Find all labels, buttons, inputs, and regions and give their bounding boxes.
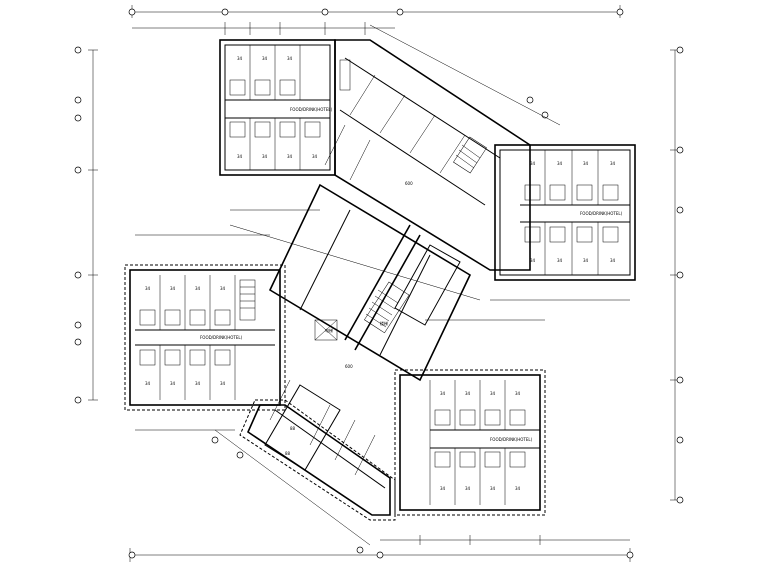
- diagonal-dimensions: [135, 24, 630, 546]
- room-label: 34: [440, 486, 446, 491]
- room-label: 34: [557, 258, 563, 263]
- room-label: 34: [262, 154, 268, 159]
- room-label: 34: [287, 154, 293, 159]
- room-label: 600: [345, 364, 353, 369]
- upper-right-wing: 34 34 34 34 34 34 34 34 FOOD/DRINK(HOTEL…: [494, 144, 636, 281]
- room-label: 34: [262, 56, 268, 61]
- top-dimension-line: [131, 5, 621, 35]
- room-label: 34: [465, 486, 471, 491]
- room-label: 88: [290, 426, 296, 431]
- room-label: 34: [490, 391, 496, 396]
- room-label: 34: [287, 56, 293, 61]
- room-label: 34: [530, 258, 536, 263]
- upper-block: 34 34 34 34 34 34 34 FOOD/DRINK(HOTEL): [219, 39, 336, 176]
- corridor-label: FOOD/DRINK(HOTEL): [580, 211, 623, 216]
- room-label: 600: [405, 181, 413, 186]
- core-label: 电梯: [325, 327, 333, 333]
- room-label: 34: [220, 286, 226, 291]
- room-label: 34: [490, 486, 496, 491]
- room-label: 34: [515, 486, 521, 491]
- room-label: 34: [440, 391, 446, 396]
- room-label: 34: [237, 56, 243, 61]
- room-label: 34: [530, 161, 536, 166]
- corridor-label: FOOD/DRINK(HOTEL): [200, 335, 243, 340]
- lower-right-wing: 34 34 34 34 34 34 34 34 FOOD/DRINK(HOTEL…: [394, 369, 546, 516]
- room-label: 34: [610, 258, 616, 263]
- room-label: 34: [557, 161, 563, 166]
- left-dimension-line: [88, 49, 98, 401]
- room-label: 34: [237, 154, 243, 159]
- lower-diagonal-wing: 88 88 600: [239, 364, 396, 521]
- central-core: 电梯 楼梯: [268, 183, 472, 382]
- room-label: 34: [610, 161, 616, 166]
- room-label: 34: [170, 286, 176, 291]
- room-label: 88: [285, 451, 291, 456]
- upper-diagonal-wing: 600: [324, 39, 531, 271]
- room-label: 34: [465, 391, 471, 396]
- room-label: 34: [220, 381, 226, 386]
- room-label: 34: [515, 391, 521, 396]
- lower-left-block: 34 34 34 34 34 34 34 34 FOOD/DRINK(HOTEL…: [124, 264, 286, 411]
- corridor-label: FOOD/DRINK(HOTEL): [290, 107, 333, 112]
- room-label: 34: [583, 258, 589, 263]
- room-label: 34: [583, 161, 589, 166]
- room-label: 34: [312, 154, 318, 159]
- room-label: 34: [170, 381, 176, 386]
- room-label: 34: [145, 286, 151, 291]
- room-label: 34: [195, 381, 201, 386]
- core-label: 楼梯: [380, 320, 388, 326]
- corridor-label: FOOD/DRINK(HOTEL): [490, 437, 533, 442]
- room-label: 34: [195, 286, 201, 291]
- room-label: 34: [145, 381, 151, 386]
- axis-bubbles: [74, 8, 684, 559]
